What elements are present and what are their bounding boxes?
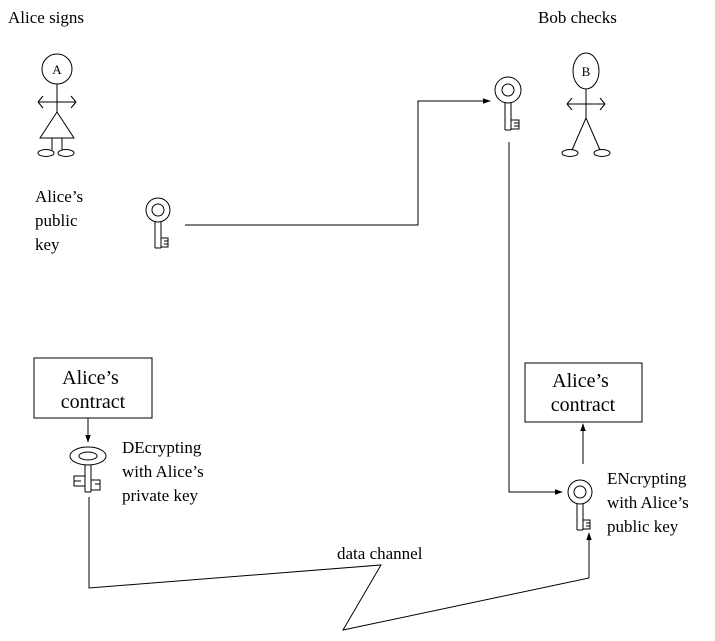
decrypting-label: DEcrypting with Alice’s private key — [122, 438, 208, 505]
public-key-transfer-line — [185, 98, 491, 226]
data-channel-line — [88, 497, 592, 631]
bob-contract-box — [524, 362, 643, 423]
alice-heading: Alice signs — [8, 8, 84, 27]
alice-public-key-label: Alice’s public key — [35, 187, 87, 254]
bob-figure-icon: B — [561, 52, 611, 157]
bob-heading: Bob checks — [538, 8, 617, 27]
bob-public-key-icon — [567, 479, 593, 531]
alice-figure-icon: A — [37, 53, 77, 157]
bob-contract-label: Alice’s contract — [551, 370, 616, 416]
alice-head-letter: A — [52, 62, 62, 77]
alice-public-key-icon — [145, 197, 171, 249]
data-channel-label: data channel — [337, 544, 423, 563]
encrypting-label: ENcrypting with Alice’s public key — [607, 469, 693, 536]
bob-head-letter: B — [582, 64, 591, 79]
alice-private-key-icon — [69, 446, 107, 493]
bob-received-key-icon — [494, 76, 522, 131]
alice-contract-box — [33, 357, 153, 419]
bob-key-to-encrypt-line — [508, 142, 563, 495]
alice-contract-label: Alice’s contract — [61, 367, 126, 413]
